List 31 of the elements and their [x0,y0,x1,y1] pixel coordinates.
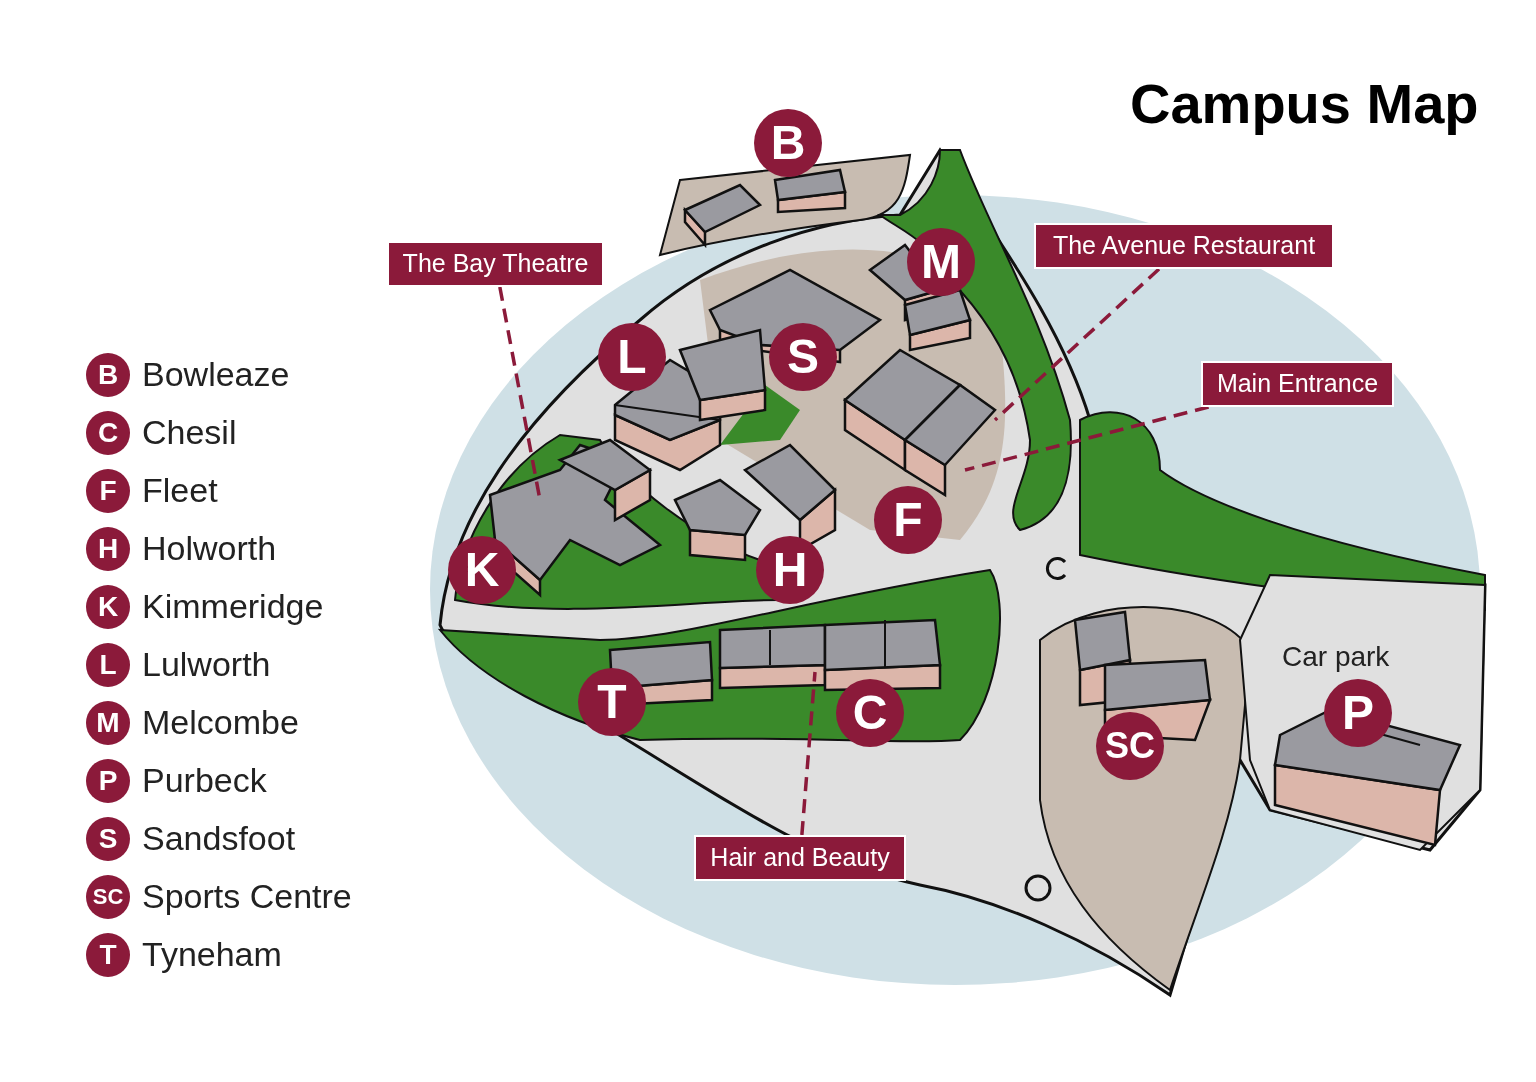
node-label: Chesil [142,415,237,449]
node-label: Kimmeridge [142,589,324,623]
area-label: Car park [1282,640,1390,674]
node-label: Sports Centre [142,879,352,913]
legend-marker: SC [86,875,130,919]
legend-marker: L [86,643,130,687]
node-label: Tyneham [142,937,282,971]
legend-marker: B [86,353,130,397]
legend-marker: P [86,759,130,803]
location-marker: B [754,109,822,177]
legend-marker: S [86,817,130,861]
leader-line [993,267,1161,422]
node-label: Melcombe [142,705,299,739]
node-label: Bowleaze [142,357,290,391]
legend-marker: C [86,411,130,455]
node-label: Purbeck [142,763,267,797]
callout-label: Hair and Beauty [694,835,906,881]
legend-marker: H [86,527,130,571]
node-label: Lulworth [142,647,271,681]
node-label: Fleet [142,473,218,507]
legend-marker: M [86,701,130,745]
callout-label: Main Entrance [1201,361,1394,407]
node-label: Holworth [142,531,277,565]
callout-label: The Bay Theatre [387,241,604,287]
legend-marker: K [86,585,130,629]
callout-label: The Avenue Restaurant [1034,223,1334,269]
legend-marker: T [86,933,130,977]
leader-line [800,671,817,836]
legend-marker: F [86,469,130,513]
leader-line [964,405,1209,472]
node-label: Sandsfoot [142,821,296,855]
